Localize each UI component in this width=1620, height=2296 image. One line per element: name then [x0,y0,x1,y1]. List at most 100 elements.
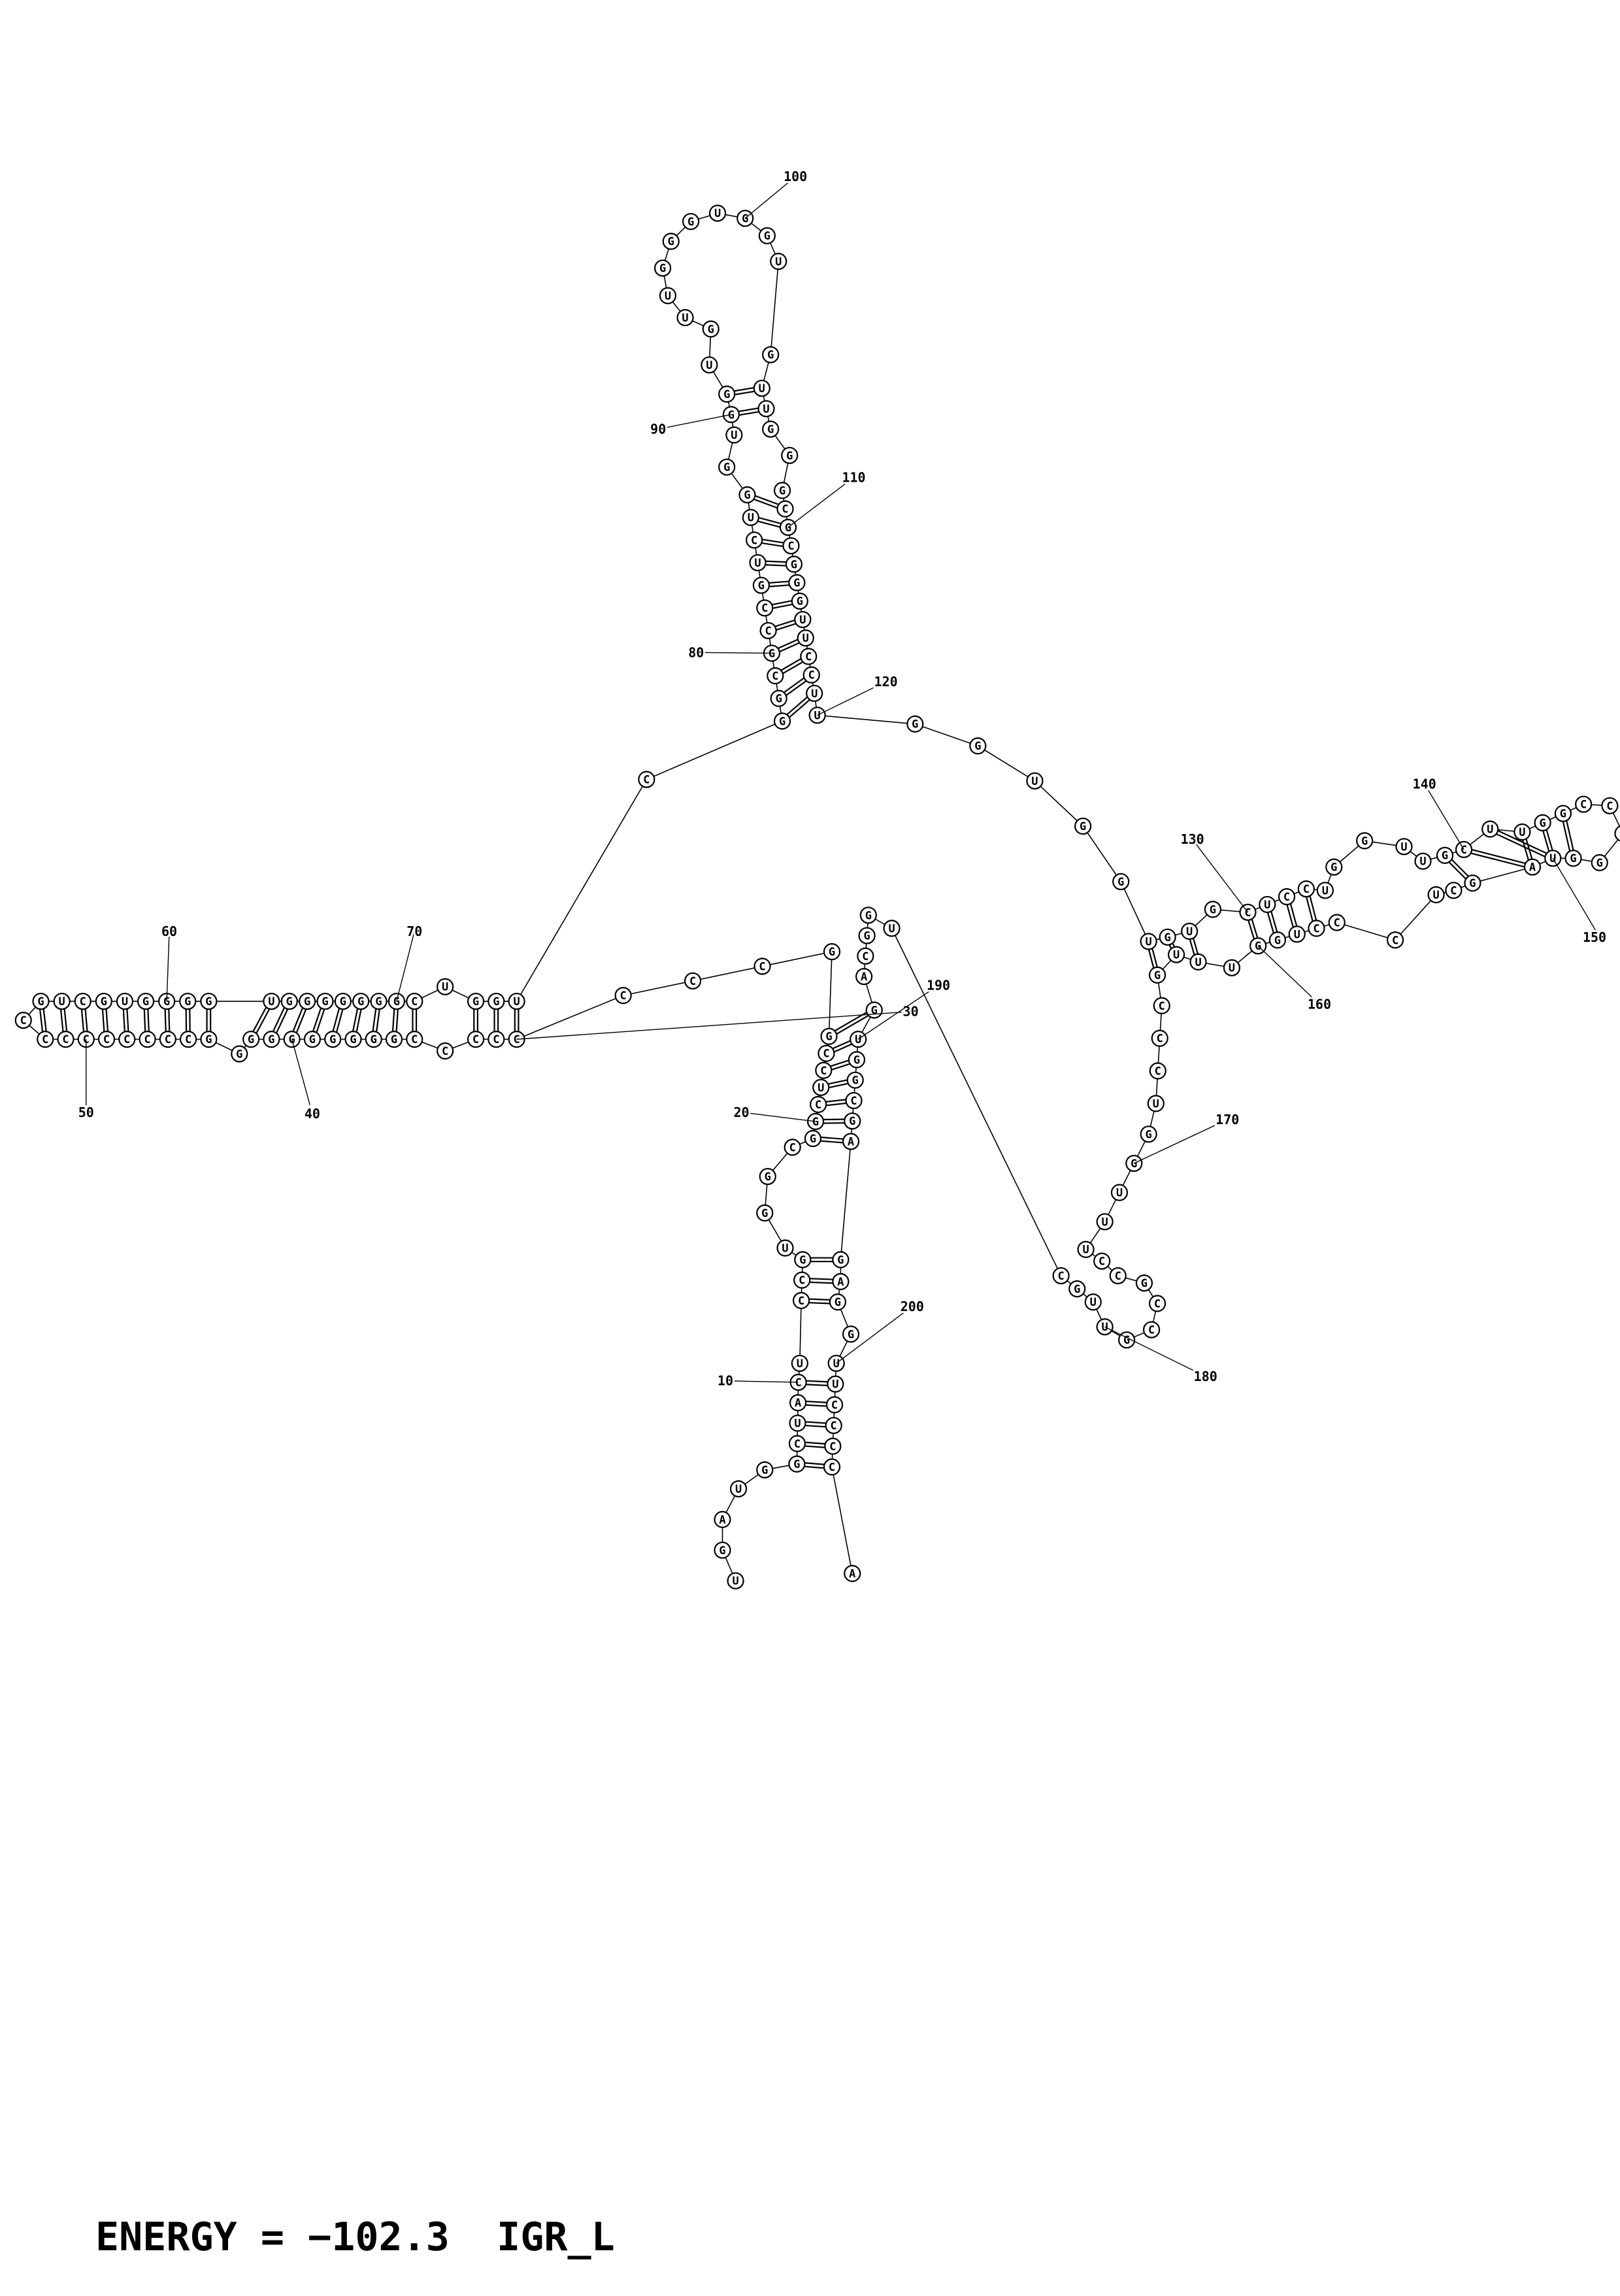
nucleotide: C [1445,882,1463,899]
nucleotide-circle [1151,1029,1168,1047]
nucleotide-letter: U [1432,889,1439,902]
nucleotide-circle [784,1139,801,1156]
nucleotide: G [770,690,787,707]
nucleotide-letter: G [728,408,735,422]
position-label: 60 [161,923,177,939]
nucleotide-circle [659,287,677,305]
nucleotide: G [718,458,736,476]
nucleotide-circle [781,446,799,464]
nucleotide-letter: C [1099,1256,1105,1269]
nucleotide-letter: G [340,995,346,1008]
nucleotide-letter: U [855,1033,861,1046]
nucleotide-letter: C [794,1438,801,1451]
nucleotide-letter: G [205,995,212,1008]
nucleotide-letter: G [375,995,382,1008]
nucleotide-circle [845,1091,863,1110]
nucleotide-circle [827,1375,844,1393]
nucleotide-letter: A [849,1568,855,1581]
nucleotide-circle [352,992,370,1010]
nucleotide: U [1316,882,1334,899]
nucleotide-letter: G [391,1033,397,1046]
nucleotide-letter: G [825,1031,832,1044]
nucleotide-circle [906,715,924,733]
position-leader-line [696,652,772,654]
nucleotide-letter: C [798,1295,804,1308]
nucleotide: C [406,992,423,1010]
nucleotide: G [263,1031,280,1048]
nucleotide-circle [1523,858,1542,876]
nucleotide-letter: G [1442,850,1448,863]
nucleotide: C [1575,795,1593,813]
nucleotide-letter: G [329,1033,336,1046]
position-label: 190 [927,978,950,993]
nucleotide-circle [508,992,525,1010]
nucleotide: U [797,629,814,647]
nucleotide-circle [788,1435,806,1452]
nucleotide: C [118,1031,136,1048]
nucleotide-circle [406,992,423,1010]
nucleotide-circle [788,574,806,591]
nucleotide-circle [770,690,787,707]
nucleotide-circle [859,907,877,924]
nucleotide-letter: U [59,995,65,1008]
nucleotide-circle [488,992,505,1010]
nucleotide: U [701,356,718,374]
nucleotide-letter: G [912,718,918,731]
nucleotide-circle [180,1031,197,1048]
nucleotide-circle [1328,914,1346,931]
nucleotide: G [370,992,388,1010]
nucleotide: C [818,1044,835,1062]
nucleotide-letter: G [853,1054,860,1067]
nucleotide-letter: G [758,580,765,593]
nucleotide-circle [718,458,736,476]
nucleotide-circle [1189,953,1207,971]
nucleotide: U [827,1375,844,1393]
nucleotide-circle [1614,825,1620,842]
nucleotide-circle [74,992,91,1010]
nucleotide-letter: C [144,1033,150,1046]
nucleotide-circle [753,957,771,975]
nucleotide-letter: G [974,740,981,753]
nucleotide-letter: C [643,774,650,787]
nucleotide-circle [729,1480,748,1498]
nucleotide: U [791,1354,808,1373]
nucleotide: C [782,537,800,555]
nucleotide-letter: U [1294,928,1300,941]
nucleotide-letter: C [787,540,794,553]
nucleotide: G [752,576,770,594]
nucleotide-circle [738,486,756,504]
nucleotide: U [727,1572,744,1589]
nucleotide: G [365,1031,382,1048]
nucleotide-letter: G [393,995,400,1008]
nucleotide-circle [1140,933,1157,950]
nucleotide: C [788,1435,806,1452]
nucleotide-circle [1564,850,1582,867]
nucleotide-circle [1148,1295,1166,1312]
nucleotide: G [785,556,803,573]
nucleotide-circle [1395,838,1413,856]
nucleotide: C [793,1271,811,1289]
nucleotide-letter: G [1570,852,1576,865]
nucleotide: G [467,992,485,1010]
nucleotide: U [1181,922,1198,940]
nucleotide: G [231,1045,248,1063]
nucleotide-circle [756,1204,774,1222]
nucleotide-letter: G [791,558,797,571]
nucleotide-circle [752,576,770,594]
nucleotide-letter: U [763,403,769,416]
nucleotide: G [653,259,672,277]
nucleotide-circle [794,1251,812,1269]
nucleotide-letter: C [20,1014,27,1027]
backbone-link [1472,866,1533,884]
nucleotide-letter: G [309,1033,316,1046]
nucleotide-circle [95,992,112,1010]
nucleotide-letter: C [1303,883,1310,896]
nucleotide: U [1427,886,1445,904]
nucleotide-circle [759,622,777,639]
nucleotide: G [829,1293,847,1311]
nucleotide: U [1481,820,1499,838]
nucleotide-circle [1554,805,1572,822]
nucleotide-circle [725,426,743,444]
nucleotide: C [1297,880,1315,898]
